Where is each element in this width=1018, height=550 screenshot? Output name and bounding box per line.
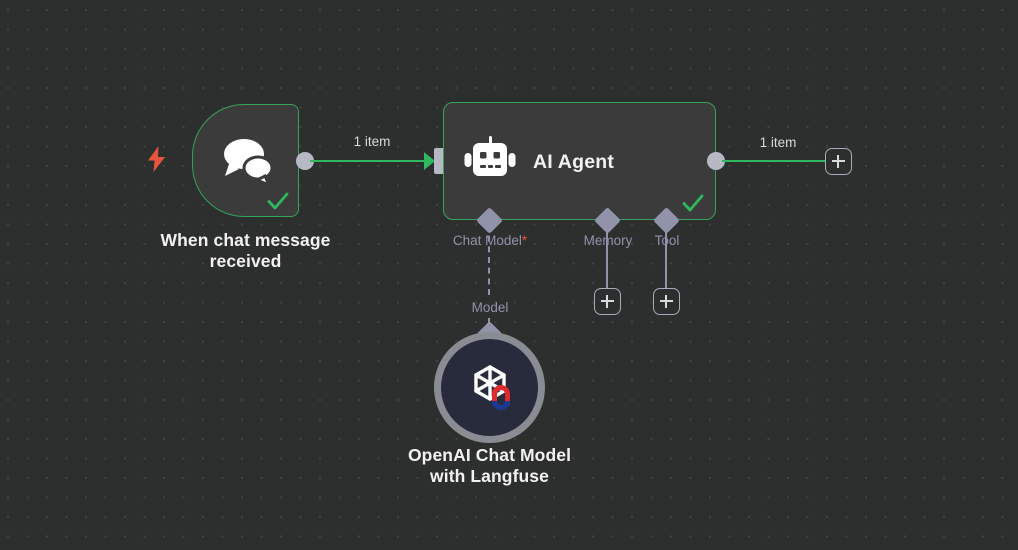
agent-input-port[interactable] [434,148,445,174]
edge-arrowhead-icon [424,152,435,170]
openai-logo-icon [462,360,518,416]
robot-icon [464,136,516,186]
trigger-output-port[interactable] [296,152,314,170]
node-openai-chat-model[interactable] [434,332,545,443]
node-when-chat-message-received[interactable] [192,104,299,217]
sub-port-label-chat-model-text: Chat Model [452,233,522,248]
add-node-button-memory[interactable] [594,288,621,315]
langfuse-magnet-icon [491,384,510,410]
edge-trigger-to-agent[interactable] [310,160,428,162]
edge-label-agent-to-next: 1 item [759,135,797,150]
sub-port-label-chat-model: Chat Model* [430,233,550,248]
sub-stem-memory [606,225,608,289]
node-title-ai-agent: AI Agent [533,151,615,173]
edge-label-trigger-to-agent: 1 item [353,134,391,149]
agent-output-port[interactable] [707,152,725,170]
sub-port-label-tool: Tool [627,233,707,248]
required-asterisk-icon: * [521,233,528,248]
add-node-button-main[interactable] [825,148,852,175]
node-caption-openai: OpenAI Chat Model with Langfuse [407,445,572,486]
status-badge [265,188,291,214]
status-badge [680,190,706,216]
sub-link-label-model: Model [471,300,509,315]
lightning-bolt-icon [146,146,167,172]
sub-stem-tool [665,225,667,289]
chat-bubbles-icon [219,135,277,188]
sub-stem-chat-model-upper [488,225,490,295]
edge-agent-to-next[interactable] [722,160,826,162]
node-caption-trigger: When chat message received [160,230,331,271]
add-node-button-tool[interactable] [653,288,680,315]
node-ai-agent[interactable]: AI Agent [443,102,716,220]
